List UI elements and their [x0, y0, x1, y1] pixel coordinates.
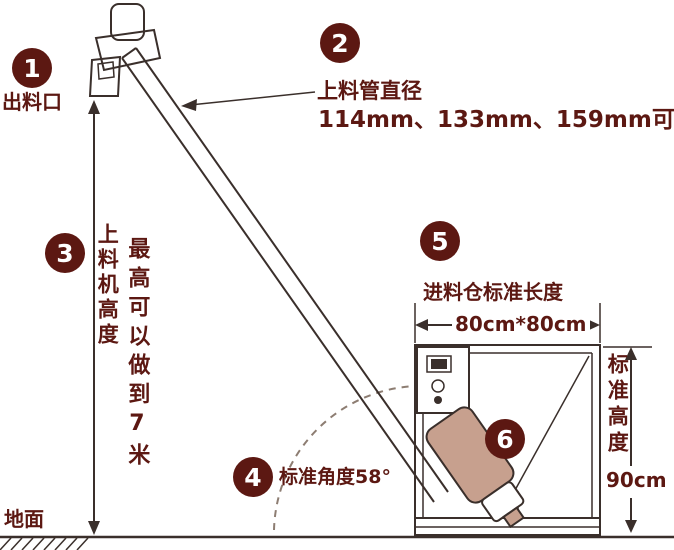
ground-label: 地面	[4, 507, 44, 531]
angle-label: 标准角度58°	[279, 466, 391, 488]
hopper-height-label: 标准高度	[605, 353, 630, 457]
pipe-diameter-label: 上料管直径	[317, 79, 422, 103]
hopper-width-dimension	[414, 303, 601, 343]
top-motor-and-outlet	[88, 3, 162, 97]
outlet-label: 出料口	[2, 90, 62, 114]
height-dimension-line	[88, 100, 100, 535]
hopper-size-label: 80cm*80cm	[452, 312, 590, 336]
pipe-pointer-arrow	[181, 91, 316, 111]
hopper-height-value: 90cm	[603, 468, 670, 492]
callout-3-badge: 3	[45, 233, 85, 273]
callout-6-badge: 6	[485, 419, 525, 459]
pipe-sizes-label: 114mm、133mm、159mm可	[318, 107, 674, 133]
control-box	[416, 346, 470, 414]
callout-5-badge: 5	[420, 221, 460, 261]
conveyor-tube	[121, 47, 449, 503]
hopper-length-label: 进料仓标准长度	[423, 280, 563, 304]
callout-2-badge: 2	[320, 23, 360, 63]
feeder-height-label: 上料机高度	[95, 223, 120, 348]
hopper-motor	[425, 406, 525, 529]
max-height-note: 最高可以做到7米	[124, 237, 150, 472]
callout-1-badge: 1	[12, 48, 52, 88]
callout-4-badge: 4	[233, 457, 273, 497]
hopper-height-dimension	[603, 346, 652, 533]
ground-line	[0, 535, 674, 550]
angle-arc	[273, 384, 427, 531]
